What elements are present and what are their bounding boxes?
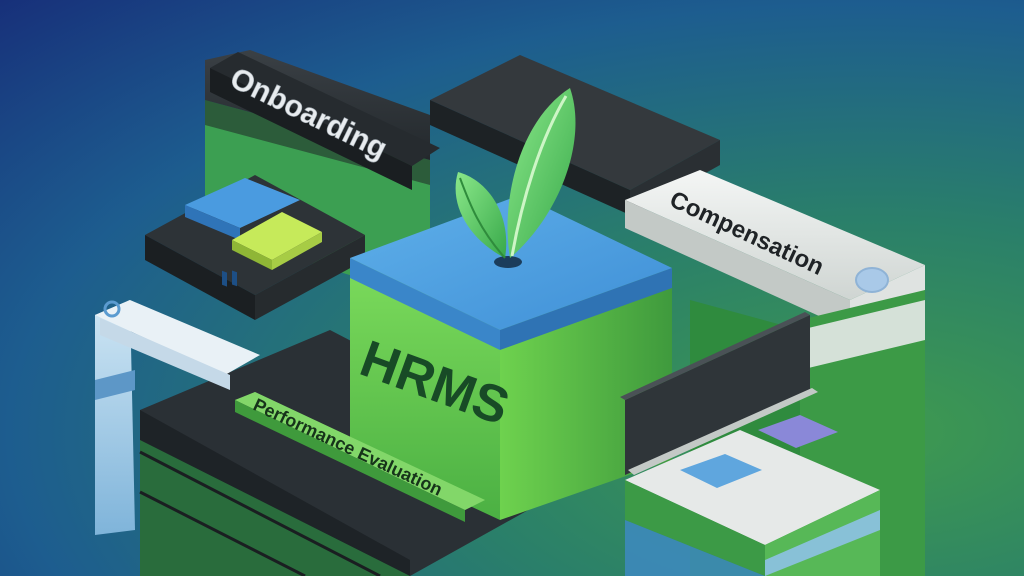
sprout-icon [455, 88, 576, 259]
folder-tile [145, 175, 365, 320]
purple-square-icon [758, 415, 838, 448]
search-tile [95, 300, 260, 535]
compensation-dot-icon [855, 267, 889, 293]
seed-hole [494, 256, 522, 268]
search-icon [103, 300, 121, 318]
card-holder-block [620, 312, 880, 576]
blue-square-icon [680, 454, 762, 488]
blue-card-icon [185, 178, 300, 287]
lime-card-icon [232, 212, 322, 270]
